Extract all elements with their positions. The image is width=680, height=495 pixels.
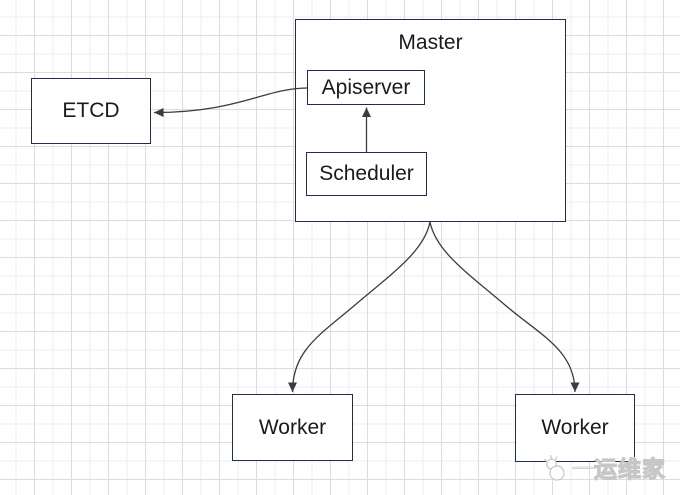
worker-left-label: Worker (258, 415, 327, 439)
scheduler-label: Scheduler (319, 162, 414, 185)
node-worker-right: Worker (515, 394, 635, 462)
watermark-text: 运维家 (593, 455, 666, 482)
edge-master-to-worker-right (429, 221, 580, 393)
etcd-label: ETCD (62, 99, 120, 122)
edge-apiserver-to-etcd (153, 87, 308, 117)
worker-right-label: Worker (541, 416, 609, 439)
watermark: — 运维家 (542, 453, 666, 485)
apiserver-label: Apiserver (321, 75, 411, 99)
node-apiserver: Apiserver (307, 70, 425, 105)
node-worker-left: Worker (232, 394, 353, 461)
master-label: Master (398, 31, 463, 54)
megaphone-icon (543, 454, 565, 481)
watermark-dash: — (573, 456, 594, 478)
node-scheduler: Scheduler (306, 152, 427, 196)
node-etcd: ETCD (31, 78, 151, 144)
edge-master-to-worker-left (288, 221, 431, 393)
